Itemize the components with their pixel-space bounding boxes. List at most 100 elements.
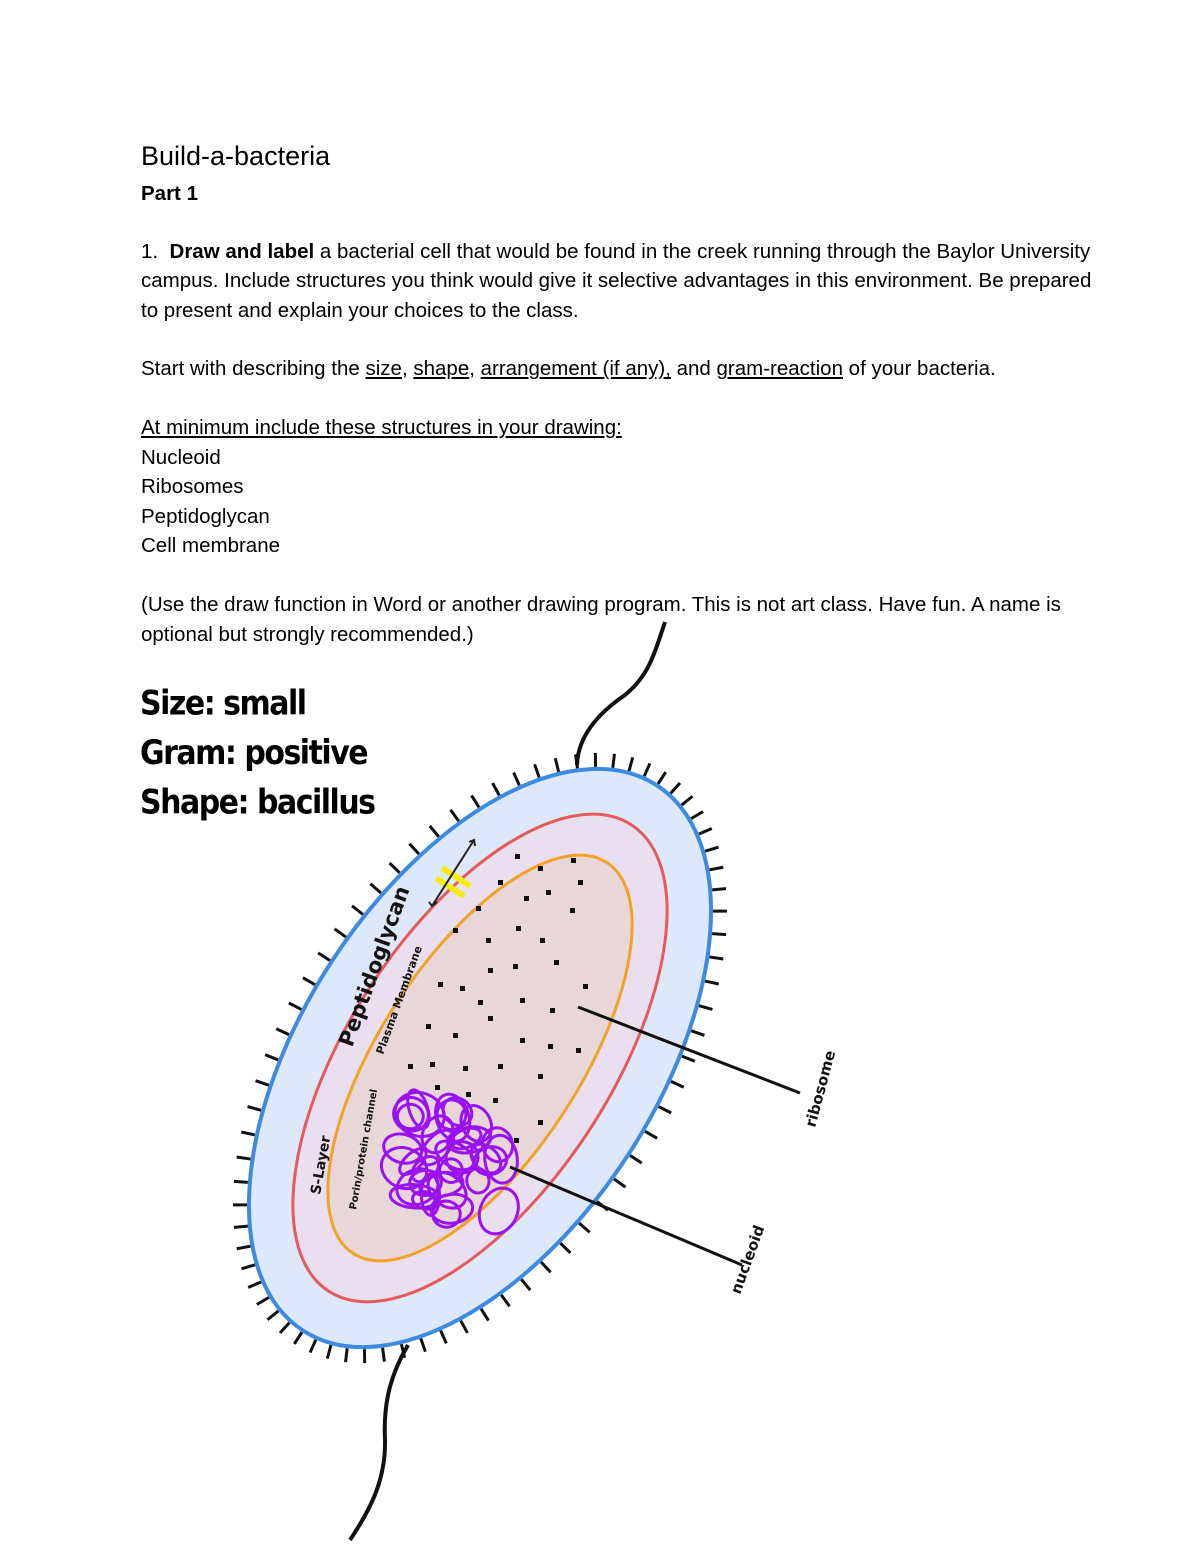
ribosome-dot — [513, 964, 518, 969]
pilus — [421, 1338, 426, 1351]
pilus — [248, 1282, 261, 1288]
pilus — [257, 1297, 269, 1304]
ribosome-dot — [476, 906, 481, 911]
ribosome-dot — [548, 1044, 553, 1049]
pilus — [256, 1081, 269, 1086]
pilus — [644, 763, 650, 776]
pilus — [645, 1131, 657, 1138]
ribosome-dot — [520, 1038, 525, 1043]
pilus — [671, 1081, 684, 1087]
ribosome-dot — [538, 1074, 543, 1079]
pilus — [521, 1279, 530, 1290]
ribosome-dot — [538, 866, 543, 871]
ribosome-dot — [486, 938, 491, 943]
pilus — [267, 1311, 278, 1320]
pilus — [481, 1309, 489, 1321]
pilus — [409, 844, 419, 854]
pilus — [712, 934, 726, 935]
pilus — [555, 758, 558, 772]
ribosome-dot — [520, 998, 525, 1003]
pilus — [535, 764, 540, 777]
pilus — [705, 981, 719, 984]
ribosome-dot — [493, 1098, 498, 1103]
ribosome-dot — [426, 1024, 431, 1029]
ribosome-dot — [430, 1062, 435, 1067]
ribosome-dot — [478, 1000, 483, 1005]
pilus — [280, 1323, 289, 1333]
pilus — [493, 783, 500, 795]
ribosome-dot — [466, 1092, 471, 1097]
pilus — [576, 754, 578, 768]
pilus — [682, 1056, 695, 1061]
pilus — [390, 863, 400, 873]
ribosome-dot — [498, 880, 503, 885]
pilus — [346, 1348, 348, 1362]
pilus — [691, 1031, 704, 1036]
pilus — [248, 1107, 261, 1111]
pilus — [241, 1265, 254, 1269]
pilus — [430, 826, 439, 837]
pilus — [461, 1321, 468, 1333]
ribosome-dot — [514, 1138, 519, 1143]
ribosome-dot — [463, 1066, 468, 1071]
pilus — [237, 1157, 251, 1159]
pilus — [613, 754, 615, 768]
ribosome-dot — [570, 908, 575, 913]
pilus — [699, 829, 712, 835]
label-nucleoid: nucleoid — [727, 1223, 768, 1297]
pilus — [294, 1332, 302, 1344]
ribosome-dot — [554, 960, 559, 965]
ribosome-dot — [576, 1048, 581, 1053]
ribosome-dot — [515, 854, 520, 859]
pilus — [709, 867, 723, 870]
pilus — [514, 773, 520, 786]
ribosome-dot — [524, 896, 529, 901]
pilus — [237, 1246, 251, 1249]
pilus — [560, 1243, 570, 1253]
pilus — [629, 757, 633, 771]
pilus — [327, 1345, 331, 1359]
pilus — [450, 810, 458, 821]
pilus — [471, 795, 479, 807]
flagellum-bottom — [350, 1345, 408, 1540]
pilus — [234, 1226, 248, 1227]
ribosome-dot — [438, 982, 443, 987]
pilus — [658, 772, 666, 784]
pilus — [383, 1348, 385, 1362]
pilus — [318, 953, 330, 961]
pilus — [234, 1181, 248, 1182]
pilus — [335, 929, 346, 937]
pilus — [370, 884, 381, 893]
ribosome-dot — [498, 1064, 503, 1069]
ribosome-dot — [550, 1008, 555, 1013]
ribosome-dot — [408, 1064, 413, 1069]
pilus — [441, 1331, 447, 1344]
pilus — [579, 1223, 590, 1232]
pilus — [709, 957, 723, 959]
ribosome-dot — [460, 986, 465, 991]
ribosome-dot — [546, 890, 551, 895]
pilus — [241, 1132, 255, 1135]
ribosome-dot — [583, 984, 588, 989]
pilus — [699, 1006, 712, 1010]
pilus — [671, 783, 680, 793]
pilus — [541, 1262, 551, 1272]
ribosome-dot — [488, 968, 493, 973]
pilus — [289, 1003, 301, 1009]
pilus — [352, 906, 363, 915]
pilus — [712, 889, 726, 890]
pilus — [310, 1340, 316, 1353]
pilus — [303, 978, 315, 985]
ribosome-dot — [516, 926, 521, 931]
pilus — [659, 1107, 671, 1113]
pilus — [682, 796, 693, 805]
ribosome-dot — [540, 938, 545, 943]
label-ribosome: ribosome — [801, 1048, 839, 1129]
pilus — [276, 1029, 289, 1035]
ribosome-dot — [578, 880, 583, 885]
ribosome-dot — [435, 1085, 440, 1090]
ribosome-dot — [571, 858, 576, 863]
ribosome-dot — [488, 1016, 493, 1021]
pilus — [691, 811, 703, 818]
